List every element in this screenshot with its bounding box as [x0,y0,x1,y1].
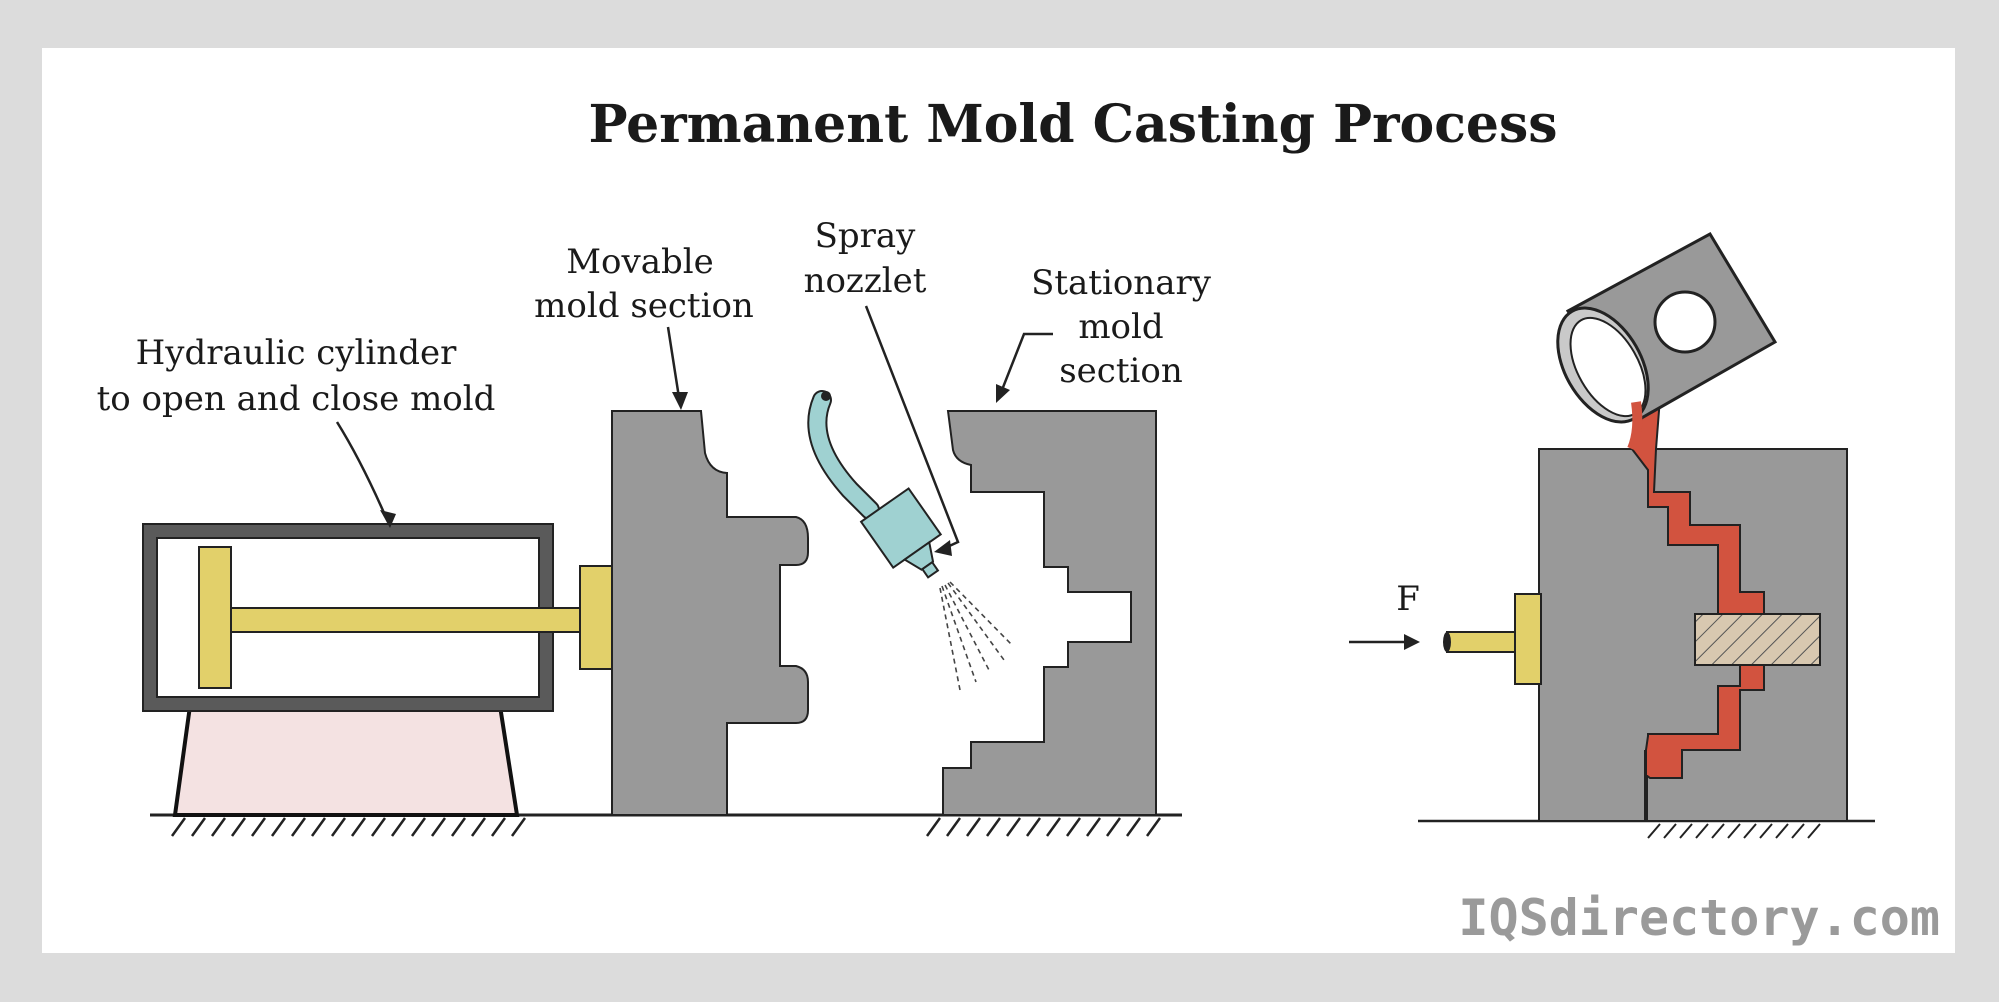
label-stationary-line3: section [1059,351,1183,391]
label-spray-line2: nozzlet [804,261,927,301]
label-stationary-line1: Stationary [1031,263,1212,303]
watermark: IQSdirectory.com [1458,889,1940,947]
stationary-pointer [998,332,1053,396]
piston [198,546,232,689]
label-hydraulic-line1: Hydraulic cylinder [136,333,457,373]
stationary-mold-section [942,410,1157,816]
piston-rod [230,607,581,633]
movable-mold-section [611,410,809,816]
force-rod [1446,631,1520,653]
pouring-ladle [1556,231,1778,451]
spray-mist [939,581,1013,691]
label-force: F [1396,579,1420,619]
force-flange [1514,593,1542,685]
label-spray-line1: Spray [815,216,917,256]
rod-flange [579,565,613,670]
diagram-title: Permanent Mold Casting Process [588,94,1557,155]
spray-nozzle [859,487,943,579]
label-hydraulic-line2: to open and close mold [97,379,496,419]
label-stationary-line2: mold [1078,307,1163,347]
label-movable-line2: mold section [534,286,754,326]
hydraulic-pointer [335,421,390,523]
label-movable-line1: Movable [566,242,714,282]
cylinder-base [172,704,520,817]
core-insert [1694,613,1821,666]
movable-pointer [666,326,682,405]
